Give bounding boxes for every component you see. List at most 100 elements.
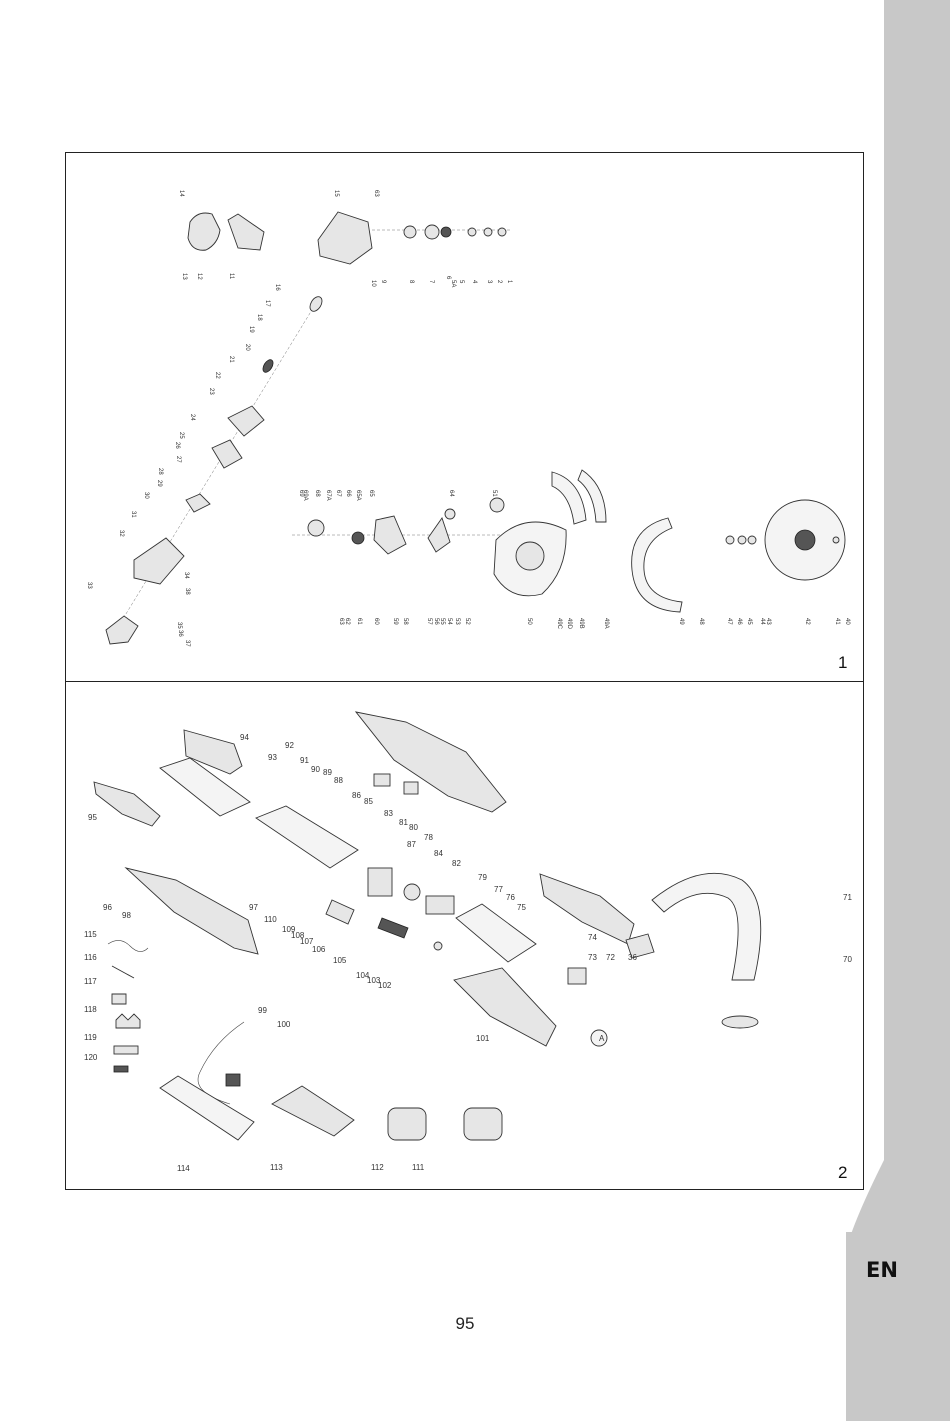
callout-68: 68 (314, 490, 320, 497)
callout-114: 114 (177, 1164, 190, 1173)
grip-tube-114-part (159, 1075, 255, 1141)
guard-extension-part (551, 471, 587, 525)
callout-48: 48 (698, 618, 704, 625)
tube-77-part (455, 903, 537, 963)
callout-91: 91 (300, 756, 309, 765)
callout-4: 4 (471, 280, 477, 284)
bevel-gear-part (351, 531, 365, 545)
callout-84: 84 (434, 849, 443, 858)
callout-24: 24 (189, 414, 195, 421)
callout-78: 78 (424, 833, 433, 842)
callout-64: 64 (448, 490, 454, 497)
callout-49c: 49C (556, 618, 562, 630)
callout-37: 37 (184, 640, 190, 647)
callout-41: 41 (834, 618, 840, 625)
side-tab-curve (846, 1160, 950, 1250)
callout-5: 5 (458, 280, 464, 284)
callout-36: 36 (628, 953, 637, 962)
callout-36: 36 (177, 630, 183, 637)
callout-112: 112 (371, 1163, 384, 1172)
pin-116-part (111, 965, 135, 979)
adapter-113-part (271, 1085, 355, 1137)
callout-96: 96 (103, 903, 112, 912)
callout-38: 38 (184, 588, 190, 595)
callout-113: 113 (270, 1163, 283, 1172)
callout-62: 62 (344, 618, 350, 625)
guard-flap-part (577, 469, 607, 523)
clip-part (489, 497, 505, 513)
panel-1-number: 1 (838, 653, 848, 672)
callout-17: 17 (264, 300, 270, 307)
tube-97-part (255, 805, 359, 869)
callout-65a: 65A (355, 490, 361, 501)
callout-70: 70 (843, 955, 852, 964)
callout-65: 65 (368, 490, 374, 497)
callout-50: 50 (526, 618, 532, 625)
callout-85: 85 (364, 797, 373, 806)
callout-94: 94 (240, 733, 249, 742)
callout-87: 87 (407, 840, 416, 849)
detail-A-marker (590, 1029, 608, 1047)
callout-109: 109 (282, 925, 296, 934)
washer-part (403, 225, 417, 239)
callout-72: 72 (606, 953, 615, 962)
panel-2-number: 2 (838, 1163, 848, 1182)
callout-2: 2 (496, 280, 502, 284)
callout-49a: 49A (603, 618, 609, 629)
callout-1: 1 (506, 280, 512, 284)
callout-118: 118 (84, 1005, 97, 1014)
callout-86: 86 (352, 791, 361, 800)
callout-29: 29 (156, 480, 162, 487)
language-tab-label: EN (866, 1258, 898, 1282)
callout-23: 23 (208, 388, 214, 395)
motor-housing-part (133, 537, 185, 585)
spool-washer-part (725, 535, 735, 545)
callout-107: 107 (300, 937, 314, 946)
spool-spring-part (747, 535, 757, 545)
callout-69a: 69A (302, 490, 308, 501)
callout-102: 102 (378, 981, 392, 990)
front-housing-74-part (539, 873, 635, 945)
tube-93-part (159, 757, 251, 817)
callout-16: 16 (274, 284, 280, 291)
shoulder-strap-part (631, 517, 683, 613)
end-cap-part (105, 615, 139, 645)
callout-57: 57 (426, 618, 432, 625)
motor-cover-part (187, 212, 221, 251)
callout-19: 19 (248, 326, 254, 333)
gear-housing-part (317, 211, 373, 265)
callout-76: 76 (506, 893, 515, 902)
callout-71: 71 (843, 893, 852, 902)
handle-98-part (124, 867, 259, 955)
handle-94-part (183, 729, 243, 775)
cover-plate-part (227, 213, 265, 251)
callout-46: 46 (736, 618, 742, 625)
connector-84-part (367, 867, 393, 897)
callout-115: 115 (84, 930, 97, 939)
callout-10: 10 (370, 280, 376, 287)
callout-80: 80 (409, 823, 418, 832)
nut-part (483, 227, 493, 237)
callout-45: 45 (746, 618, 752, 625)
callout-3: 3 (486, 280, 492, 284)
callout-66: 66 (345, 490, 351, 497)
callout-82: 82 (452, 859, 461, 868)
callout-56: 56 (433, 618, 439, 625)
callout-60: 60 (373, 618, 379, 625)
callout-63: 63 (373, 190, 379, 197)
plate-119-part (113, 1045, 139, 1055)
coupler-73-part (567, 967, 587, 985)
panel-divider (65, 681, 864, 682)
motor-housing-92-part (354, 711, 507, 813)
nozzle-72-part (625, 933, 655, 959)
callout-117: 117 (84, 977, 97, 986)
callout-58: 58 (402, 618, 408, 625)
page-number: 95 (455, 1314, 475, 1333)
panel-2-parts (93, 711, 762, 1141)
callout-9: 9 (380, 280, 386, 284)
hose-clamp-70-part (721, 1015, 759, 1029)
clip-117-part (111, 993, 127, 1005)
callout-49b: 49B (578, 618, 584, 629)
diagram-frame (65, 152, 864, 1190)
callout-97: 97 (249, 903, 258, 912)
